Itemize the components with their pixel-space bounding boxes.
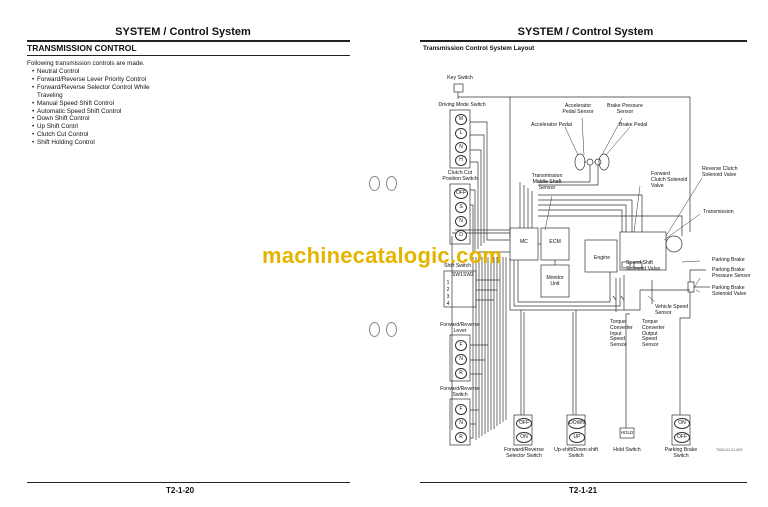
selector-off: OFF bbox=[516, 418, 532, 429]
hold-switch-label: Hold Switch bbox=[613, 447, 641, 453]
clutch-position-n: N bbox=[455, 216, 467, 227]
fr-switch-label: Forward/Reverse Switch bbox=[440, 386, 480, 398]
updown-up: UP bbox=[569, 432, 585, 443]
binder-hole-icon bbox=[369, 176, 380, 191]
shift-switch-label: Shift Switch bbox=[444, 263, 472, 269]
fr-selector-switch-label: Forward/Reverse Selector Switch bbox=[504, 447, 544, 459]
left-page-header: SYSTEM / Control System bbox=[115, 26, 251, 38]
parking-brake-label: Parking Brake bbox=[712, 257, 745, 263]
list-item: Clutch Cut Control bbox=[27, 131, 150, 139]
middle-shaft-sensor-label: Transmission Middle Shaft Sensor bbox=[531, 173, 563, 191]
list-item: Down Shift Control bbox=[27, 115, 150, 123]
key-switch-label: Key Switch bbox=[447, 75, 473, 81]
parking-brake-pressure-label: Parking Brake Pressure Sensor bbox=[712, 267, 751, 279]
shift-row-3: 3 bbox=[446, 294, 450, 300]
shift-col-sw1: SW1 bbox=[452, 272, 463, 278]
ecm-label: ECM bbox=[549, 239, 561, 245]
mode-position-l: L bbox=[455, 128, 467, 139]
control-list: Neutral Control Forward/Reverse Lever Pr… bbox=[27, 68, 150, 147]
brake-pedal-label: Brake Pedal bbox=[619, 122, 648, 128]
fr-switch-r: R bbox=[455, 432, 467, 443]
figure-title: Transmission Control System Layout bbox=[423, 45, 535, 52]
updown-switch-label: Up-shift/Down-shift Switch bbox=[554, 447, 598, 459]
shift-row-1: 1 bbox=[446, 280, 450, 286]
binder-hole-icon bbox=[386, 322, 397, 337]
left-page-number: T2-1-20 bbox=[166, 486, 195, 495]
forward-clutch-valve-label: Forward Clutch Solenoid Valve bbox=[651, 171, 688, 189]
list-item: Automatic Speed Shift Control bbox=[27, 108, 150, 116]
fr-switch-n: N bbox=[455, 418, 467, 429]
reverse-clutch-valve-label: Reverse Clutch Solenoid Valve bbox=[702, 166, 738, 178]
brake-pressure-sensor-label: Brake Pressure Sensor bbox=[607, 103, 643, 115]
transmission-label: Transmission bbox=[703, 209, 734, 215]
list-item: Forward/Reverse Selector Control While bbox=[27, 84, 150, 92]
parking-brake-switch-label: Parking Brake Switch bbox=[664, 447, 698, 459]
right-header-rule bbox=[420, 40, 747, 42]
left-footer-rule bbox=[27, 482, 350, 483]
list-item: Neutral Control bbox=[27, 68, 150, 76]
speed-shift-valve-label: Speed Shift Solenoid Valve bbox=[626, 260, 661, 272]
tc-input-sensor-label: Torque Converter Input Speed Sensor bbox=[610, 319, 633, 349]
engine-label: Engine bbox=[593, 255, 611, 261]
fr-lever-n: N bbox=[455, 354, 467, 365]
list-item: Forward/Reverse Lever Priority Control bbox=[27, 76, 150, 84]
fr-lever-r: R bbox=[455, 368, 467, 379]
tc-output-sensor-label: Torque Converter Output Speed Sensor bbox=[642, 319, 665, 349]
clutch-position-off: OFF bbox=[454, 188, 468, 199]
mc-label: MC bbox=[519, 239, 529, 245]
mode-position-n: N bbox=[455, 142, 467, 153]
watermark-text: machinecatalogic.com bbox=[262, 243, 502, 268]
driving-mode-switch-label: Driving Mode Switch bbox=[438, 102, 486, 108]
binder-hole-icon bbox=[386, 176, 397, 191]
right-footer-rule bbox=[420, 482, 747, 483]
hold-button: HOLD bbox=[620, 430, 634, 435]
clutch-position-d: D bbox=[455, 230, 467, 241]
binder-hole-icon bbox=[369, 322, 380, 337]
clutch-cut-switch-label: Clutch Cut Position Switch bbox=[442, 170, 478, 182]
left-header-rule bbox=[27, 40, 350, 42]
mode-position-h: H bbox=[455, 155, 467, 166]
monitor-unit-label: Monitor Unit bbox=[546, 275, 564, 287]
list-item-continuation: Traveling bbox=[37, 91, 63, 99]
left-page: SYSTEM / Control System TRANSMISSION CON… bbox=[0, 0, 366, 507]
fr-lever-label: Forward/Reverse Lever bbox=[440, 322, 480, 334]
parking-off: OFF bbox=[674, 432, 690, 443]
parking-on: ON bbox=[674, 418, 690, 429]
shift-row-4: 4 bbox=[446, 301, 450, 307]
mode-position-m: M bbox=[455, 114, 467, 125]
shift-row-2: 2 bbox=[446, 287, 450, 293]
list-item: Manual Speed Shift Control bbox=[27, 100, 150, 108]
parking-brake-valve-label: Parking Brake Solenoid Valve bbox=[712, 285, 747, 297]
right-page-header: SYSTEM / Control System bbox=[517, 26, 654, 38]
right-page-number: T2-1-21 bbox=[569, 486, 598, 495]
shift-col-sw2: SW2 bbox=[463, 272, 474, 278]
page-gutter bbox=[366, 0, 403, 507]
section-rule bbox=[27, 55, 350, 56]
accel-pedal-label: Accelerator Pedal bbox=[531, 122, 572, 128]
intro-text: Following transmission controls are made… bbox=[27, 60, 145, 67]
section-title: TRANSMISSION CONTROL bbox=[27, 43, 137, 53]
list-item: Shift Holding Control bbox=[27, 139, 150, 147]
fr-switch-f: F bbox=[455, 404, 467, 415]
fr-lever-f: F bbox=[455, 340, 467, 351]
updown-down: DOWN bbox=[568, 418, 586, 429]
list-item: Up Shift Contrl bbox=[27, 123, 150, 131]
figure-code: TK6O-02-01-009 bbox=[716, 448, 743, 452]
vehicle-speed-sensor-label: Vehicle Speed Sensor bbox=[655, 304, 689, 316]
selector-on: ON bbox=[516, 432, 532, 443]
accel-pedal-sensor-label: Accelerator Pedal Sensor bbox=[562, 103, 594, 115]
clutch-position-s: S bbox=[455, 202, 467, 213]
